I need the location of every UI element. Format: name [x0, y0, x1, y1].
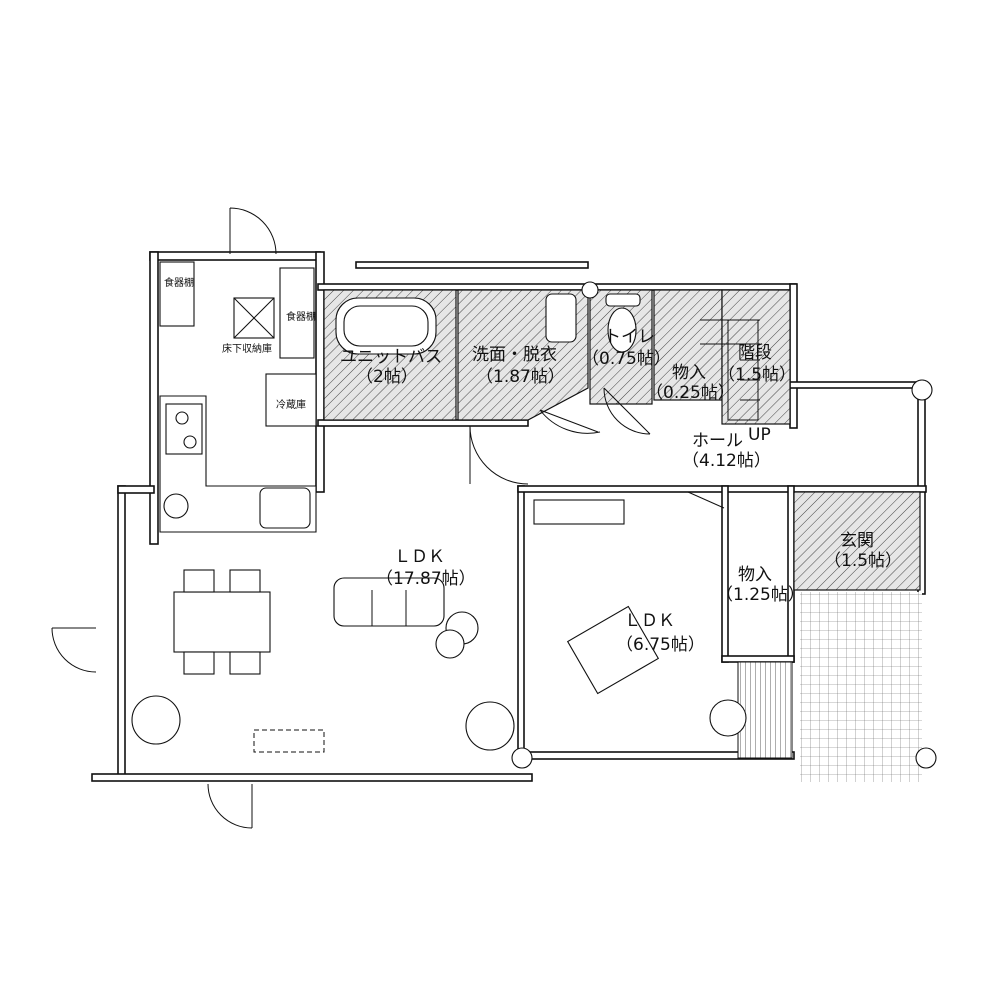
- kitchen-sink: [259, 487, 311, 529]
- storage-mid-name: 物入: [738, 565, 772, 585]
- stove: [165, 403, 203, 455]
- stairs-up-label: UP: [748, 425, 771, 445]
- dish-shelf-right: [279, 267, 315, 359]
- dish-shelf-left: [159, 261, 195, 327]
- armchair: [566, 605, 660, 695]
- washroom-size: （1.87帖）: [476, 367, 565, 387]
- porch-deck: [737, 661, 793, 759]
- fridge-label: 冷蔵庫: [276, 398, 306, 411]
- desk: [533, 499, 625, 525]
- ldk-furniture: [131, 493, 660, 753]
- column-markers: [511, 281, 937, 769]
- staircase: [700, 319, 760, 421]
- dish-shelf-1-label: 食器棚: [164, 276, 194, 289]
- plant-kitchen: [163, 493, 189, 519]
- room-labels: ユニットバス （2帖） 洗面・脱衣 （1.87帖） トイレ （0.75帖） 物入…: [164, 276, 902, 655]
- storage-small-name: 物入: [672, 363, 706, 383]
- plant-center: [465, 701, 515, 751]
- washroom-name: 洗面・脱衣: [472, 345, 557, 365]
- underfloor-storage-label: 床下収納庫: [222, 342, 272, 355]
- hall-size: （4.12帖）: [682, 451, 771, 471]
- ldk-main-size: （17.87帖）: [376, 569, 476, 589]
- dish-shelf-2-label: 食器棚: [286, 310, 316, 323]
- toilet-tank: [605, 293, 641, 307]
- kitchen-fixtures: [159, 261, 325, 533]
- ldk-sub-size: （6.75帖）: [616, 635, 705, 655]
- dining-table: [173, 591, 271, 653]
- bathtub-inner: [343, 305, 429, 347]
- sofa: [333, 577, 445, 627]
- entrance-size: （1.5帖）: [824, 551, 902, 571]
- storage-small-size: （0.25帖）: [646, 383, 735, 403]
- ldk-main-name: ＬＤＫ: [394, 547, 445, 567]
- plant-left: [131, 695, 181, 745]
- toilet-size: （0.75帖）: [582, 349, 671, 369]
- bathroom-name: ユニットバス: [340, 347, 442, 367]
- washbasin: [545, 293, 577, 343]
- stairs-name: 階段: [738, 343, 772, 363]
- toilet-fixture: [607, 307, 637, 353]
- entrance-plant-pot: [709, 699, 747, 737]
- entrance-name: 玄関: [840, 531, 874, 551]
- bathroom-size: （2帖）: [356, 367, 418, 387]
- stairs-size: （1.5帖）: [718, 365, 796, 385]
- fridge-box: [265, 373, 317, 427]
- porch-tiles: [800, 592, 922, 782]
- toilet-name: トイレ: [604, 327, 655, 347]
- ldk-sub-name: ＬＤＫ: [624, 611, 675, 631]
- hall-name: ホール: [692, 431, 743, 451]
- storage-mid-size: （1.25帖）: [716, 585, 805, 605]
